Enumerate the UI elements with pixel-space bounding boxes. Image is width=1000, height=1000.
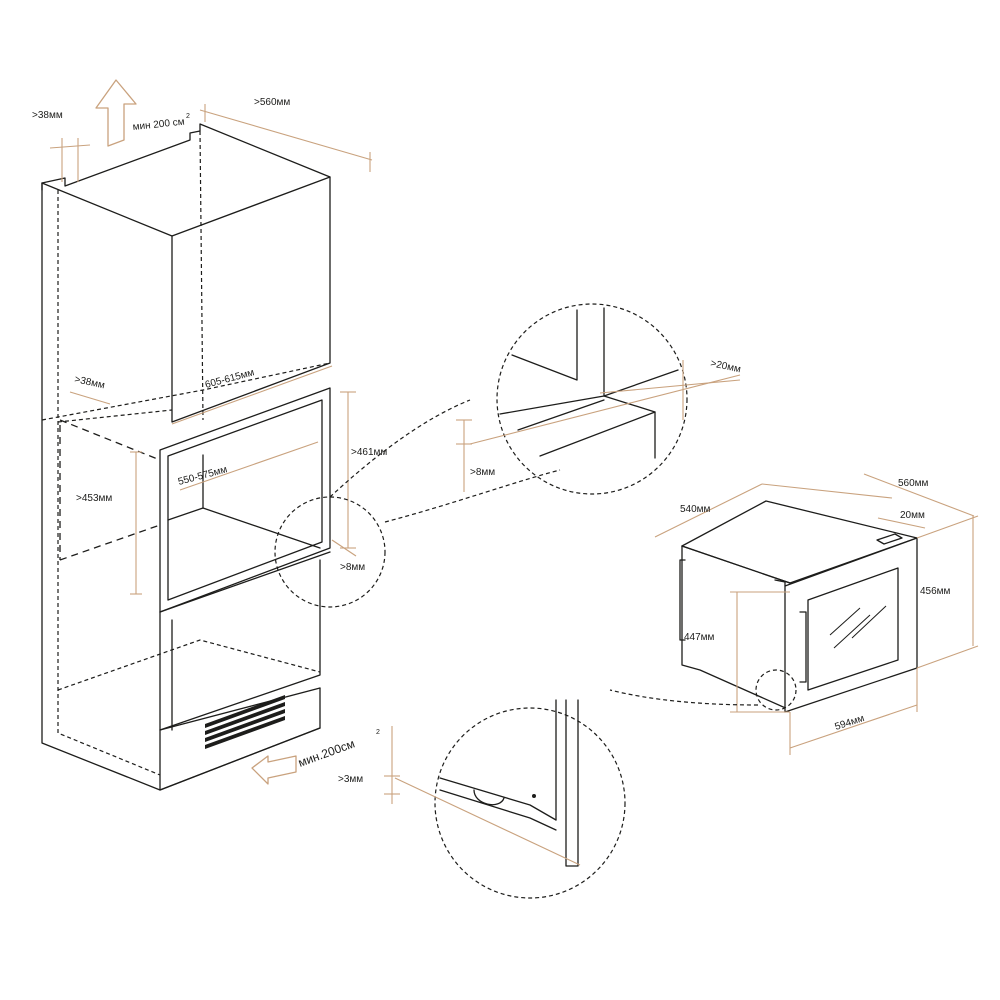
niche-height-outer-label: >461мм — [351, 447, 387, 458]
app-height-label: 456мм — [920, 586, 951, 597]
appliance-handle — [799, 611, 807, 683]
cab-bottom-vent-sup: 2 — [376, 729, 380, 736]
appliance-dimensions — [654, 473, 979, 755]
appliance — [679, 500, 918, 713]
cab-bottom-vent-label: мин.200см — [296, 736, 356, 769]
cab-top-vent-label: мин 200 см — [132, 117, 185, 133]
app-front-width-label: 594мм — [834, 713, 866, 733]
callout-leader-1 — [384, 469, 561, 523]
detail2-gap-label: >3мм — [338, 774, 363, 785]
app-inner-height-label: 447мм — [684, 632, 715, 643]
detail1-gap-bottom-label: >8мм — [470, 467, 495, 478]
cab-top-gap-label: >38мм — [32, 110, 63, 121]
arrow-left-icon — [251, 755, 297, 785]
cab-top-vent-sup: 2 — [186, 113, 190, 120]
callout-leader-2 — [609, 689, 759, 706]
niche-width-outer-label: 605-615мм — [204, 367, 256, 391]
cabinet-dimensions — [49, 104, 373, 595]
niche-gap-bottom-label: >8мм — [340, 562, 365, 573]
cabinet-callout-circle — [274, 496, 386, 608]
niche-height-inner-label: >453мм — [76, 493, 112, 504]
cabinet — [41, 123, 331, 791]
detail-1 — [456, 303, 741, 495]
callout-leader-1b — [329, 399, 471, 498]
app-depth-label: 560мм — [898, 478, 929, 489]
app-front-gap-label: 20мм — [900, 510, 925, 521]
detail-1-circle — [496, 303, 688, 495]
app-width-label: 540мм — [680, 504, 711, 515]
vent-grille — [205, 695, 285, 749]
cab-side-gap-label: >38мм — [73, 374, 105, 391]
detail-2 — [384, 699, 626, 899]
detail1-gap-side-label: >20мм — [709, 358, 741, 375]
cab-depth-label: >560мм — [254, 97, 290, 108]
appliance-callout-circle — [755, 669, 797, 711]
detail-2-circle — [434, 707, 626, 899]
arrow-up-icon — [95, 79, 137, 147]
